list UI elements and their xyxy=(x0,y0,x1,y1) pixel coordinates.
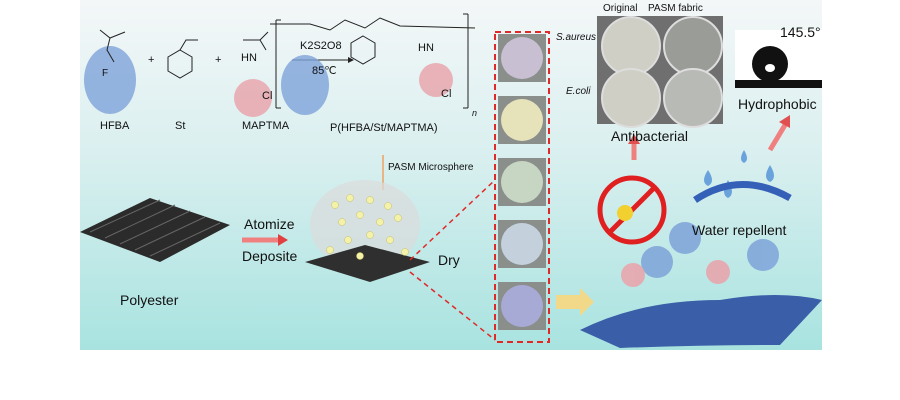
f-atom: F xyxy=(102,68,109,79)
hn-atom: HN xyxy=(418,42,434,54)
hn-atom: HN xyxy=(241,52,257,64)
plus-sign: + xyxy=(215,54,222,66)
hydrophobic-label: Hydrophobic xyxy=(738,96,817,112)
cl-atom: Cl xyxy=(262,90,273,102)
contact-angle-value: 145.5° xyxy=(780,24,821,40)
sample-swatch xyxy=(501,223,543,265)
antibacterial-label: Antibacterial xyxy=(611,128,689,144)
sample-swatch xyxy=(501,99,543,141)
diagram-graphics xyxy=(80,13,822,348)
cl-atom: Cl xyxy=(441,88,452,100)
ammonium-group-highlight xyxy=(234,79,272,117)
polyester-fabric xyxy=(80,198,230,262)
initiator-label: K2S2O8 xyxy=(300,40,342,52)
figure-panel: HFBA St MAPTMA + + Cl HN F K2S2O8 85℃ Cl… xyxy=(80,0,822,350)
hfba-label: HFBA xyxy=(100,120,130,132)
dry-result-arrow xyxy=(556,288,594,316)
sample-swatch xyxy=(501,37,543,79)
water-repellent-label: Water repellent xyxy=(692,222,787,238)
row-e-coli: E.coli xyxy=(566,86,591,97)
no-bacteria-icon xyxy=(597,175,667,245)
microsphere-label: PASM Microsphere xyxy=(388,162,474,173)
fluoro-group-highlight xyxy=(84,46,136,114)
treated-fabric xyxy=(580,295,822,348)
antibacterial-plates xyxy=(597,16,723,128)
col-original: Original xyxy=(603,3,638,14)
dry-label: Dry xyxy=(438,252,460,268)
sample-strip-frame xyxy=(494,31,550,343)
polyester-label: Polyester xyxy=(120,292,179,308)
coated-fabric xyxy=(305,245,430,282)
atomize-label: Atomize xyxy=(244,216,295,232)
repeat-subscript: n xyxy=(472,108,478,118)
temperature-label: 85℃ xyxy=(312,65,337,77)
microsphere-particles xyxy=(326,194,409,260)
sample-swatch xyxy=(501,161,543,203)
maptma-label: MAPTMA xyxy=(242,120,290,132)
col-pasm: PASM fabric xyxy=(648,3,703,14)
deposite-label: Deposite xyxy=(242,248,298,264)
benzene-ring xyxy=(167,49,193,79)
plus-sign: + xyxy=(148,54,155,66)
repel-arrow xyxy=(693,181,792,203)
st-label: St xyxy=(175,120,186,132)
polymer-label: P(HFBA/St/MAPTMA) xyxy=(330,122,438,134)
polymer-brackets xyxy=(275,13,469,109)
row-s-aureus: S.aureus xyxy=(556,32,597,43)
sample-swatch xyxy=(501,285,543,327)
